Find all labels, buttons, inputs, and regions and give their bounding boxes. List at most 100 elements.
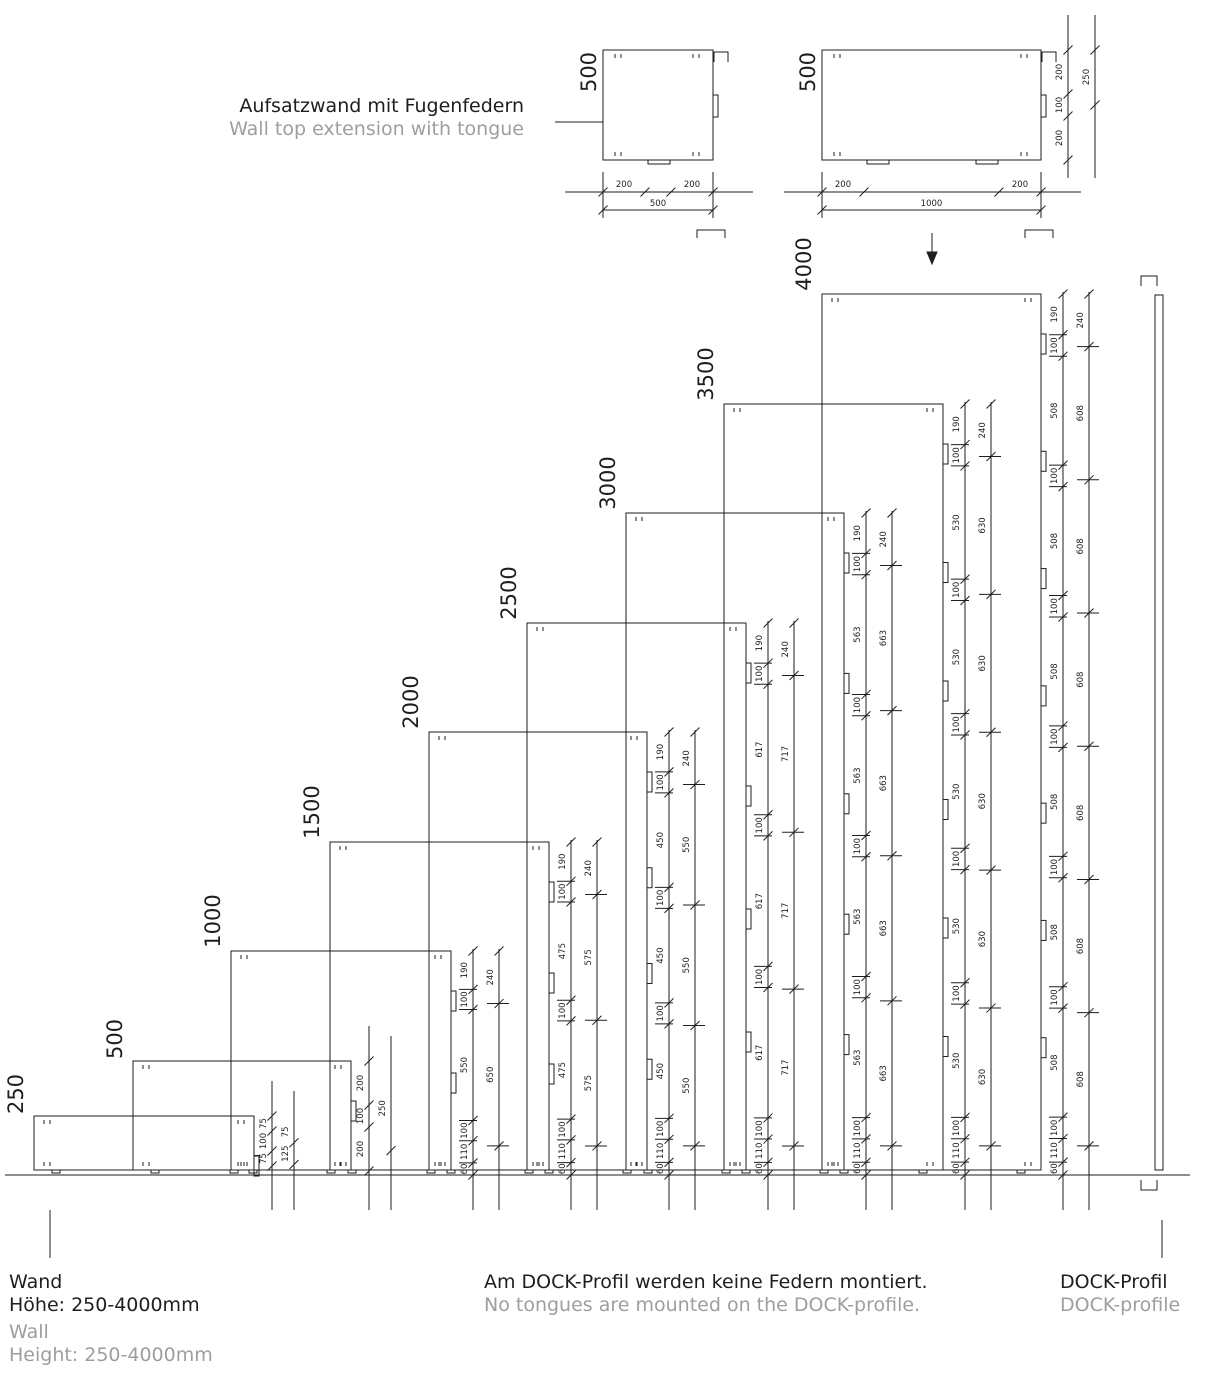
dimension-tick: [1036, 205, 1046, 215]
dimension-value: 617: [755, 893, 765, 909]
dimension-tick: [789, 618, 799, 628]
dimension-value: 60: [460, 1164, 470, 1175]
tongue: [1040, 333, 1047, 355]
wall-height-label: 3000: [596, 456, 620, 509]
dimension-value: 190: [853, 525, 863, 541]
dock-end-cap-top: [1140, 275, 1158, 286]
dimension-value: 75: [259, 1153, 269, 1164]
dimension-value: 100: [1050, 989, 1060, 1005]
wall-height-label: 3500: [694, 347, 718, 400]
tongue: [646, 963, 653, 984]
tongue: [1040, 802, 1047, 824]
dimension-value: 100: [952, 851, 962, 867]
dimension-value: 550: [682, 957, 692, 973]
tongue: [843, 913, 850, 935]
dimension-value: 530: [952, 649, 962, 665]
dimension-value: 110: [460, 1144, 470, 1160]
dimension-value: 508: [1050, 403, 1060, 419]
profile-glyph: [1041, 51, 1057, 62]
dimension-value: 1000: [921, 199, 943, 209]
dimension-value: 530: [952, 1053, 962, 1069]
dimension-value: 100: [558, 1002, 568, 1018]
dimension-value: 617: [755, 741, 765, 757]
dimension-tick: [267, 1111, 277, 1121]
dimension-tick: [1063, 155, 1073, 165]
foot: [248, 1169, 258, 1174]
dimension-value: 100: [656, 1005, 666, 1021]
wall-panel: [33, 1115, 255, 1171]
caption-wall-en-1: Wall: [9, 1321, 49, 1343]
dimension-tick: [386, 1145, 396, 1156]
dimension-tick: [986, 399, 996, 409]
tongue: [350, 1100, 357, 1122]
tongue: [1040, 685, 1047, 707]
dimension-value: 60: [1050, 1163, 1060, 1174]
dimension-value: 200: [356, 1141, 366, 1157]
dimension-value: 250: [378, 1100, 388, 1116]
dimension-value: 500: [650, 199, 666, 209]
caption-wall: Wand Höhe: 250-4000mm Wall Height: 250-4…: [9, 1271, 213, 1367]
dimension-tick: [690, 727, 700, 737]
dimension-value: 100: [853, 979, 863, 995]
dimension-value: 190: [558, 854, 568, 870]
dimension-value: 100: [558, 884, 568, 900]
dimension-value: 100: [1055, 97, 1065, 113]
extension-height-label: 500: [796, 52, 820, 92]
dimension-value: 60: [656, 1163, 666, 1174]
wall-height-label: 2500: [497, 566, 521, 619]
foot: [347, 1169, 357, 1174]
dimension-tick: [1063, 89, 1073, 99]
dimension-value: 100: [1050, 1120, 1060, 1136]
tongue: [745, 785, 752, 807]
dimension-value: 100: [853, 838, 863, 854]
dimension-value: 190: [755, 635, 765, 651]
dimension-value: 60: [853, 1163, 863, 1174]
tongue: [548, 881, 555, 903]
tongue: [1040, 919, 1047, 941]
caption-dock-de: DOCK-Profil: [1060, 1271, 1168, 1293]
dimension-value: 100: [952, 582, 962, 598]
tongue: [1040, 1037, 1047, 1059]
dimension-value: 100: [755, 666, 765, 682]
dimension-value: 530: [952, 514, 962, 530]
dimension-value: 508: [1050, 663, 1060, 679]
dimension-value: 100: [460, 991, 470, 1007]
dimension-tick: [468, 946, 478, 956]
dimension-value: 630: [978, 931, 988, 947]
dimension-value: 100: [755, 969, 765, 985]
dimension-value: 75: [281, 1126, 291, 1137]
dimension-value: 663: [879, 630, 889, 646]
dimension-value: 563: [853, 1050, 863, 1066]
dimension-value: 663: [879, 1065, 889, 1081]
dimension-tick: [708, 205, 718, 215]
dimension-tick: [664, 727, 674, 737]
dimension-tick: [817, 187, 827, 197]
tongue: [745, 908, 752, 930]
wall-height-label: 500: [103, 1019, 127, 1059]
dimension-value: 190: [952, 416, 962, 432]
dimension-value: 608: [1076, 1071, 1086, 1087]
dimension-tick: [1036, 187, 1046, 197]
dimension-value: 630: [978, 517, 988, 533]
dimension-value: 200: [356, 1075, 366, 1091]
dimension-tick: [1058, 289, 1068, 299]
caption-extension: Aufsatzwand mit Fugenfedern Wall top ext…: [229, 95, 524, 141]
caption-wall-de-2: Höhe: 250-4000mm: [9, 1294, 200, 1316]
tongue: [942, 680, 949, 702]
dimension-value: 508: [1050, 924, 1060, 940]
dimension-value: 608: [1076, 405, 1086, 421]
dimension-tick: [267, 1161, 277, 1171]
dimension-value: 508: [1050, 794, 1060, 810]
dock-end-cap-bottom: [1140, 1180, 1158, 1191]
extension-panel: [821, 49, 1042, 161]
wall-panel: [821, 293, 1042, 1171]
dimension-value: 650: [486, 1067, 496, 1083]
dimension-tick: [1090, 45, 1100, 55]
dimension-value: 100: [1050, 468, 1060, 484]
caption-note: Am DOCK-Profil werden keine Federn monti…: [484, 1271, 928, 1317]
tongue: [745, 1031, 752, 1053]
dimension-value: 200: [1055, 64, 1065, 80]
dimension-value: 717: [781, 903, 791, 919]
dimension-value: 508: [1050, 533, 1060, 549]
dimension-value: 190: [656, 744, 666, 760]
